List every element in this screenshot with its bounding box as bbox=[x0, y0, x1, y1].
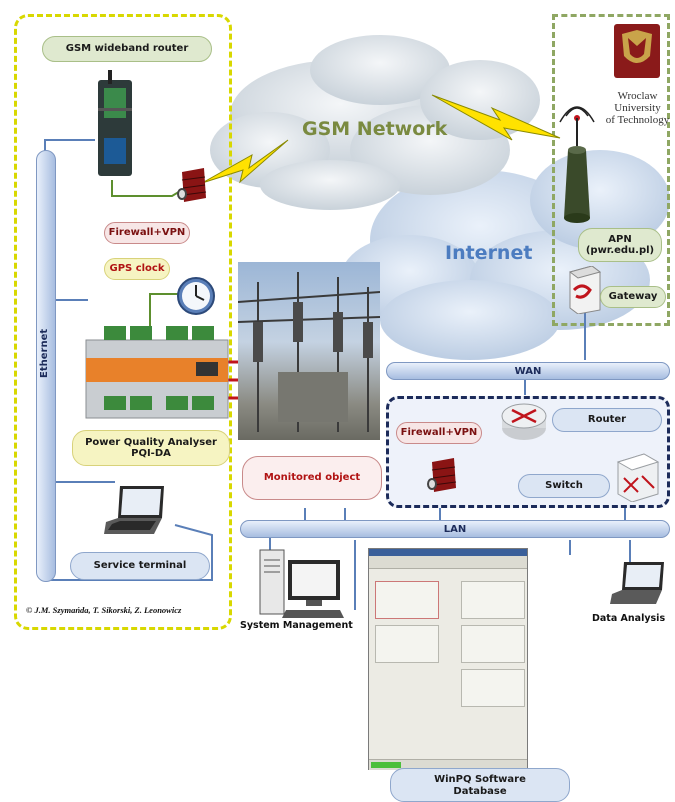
power-analyser-label: Power Quality Analyser PQI-DA bbox=[72, 430, 230, 466]
lan-label: LAN bbox=[443, 523, 467, 535]
switch-label: Switch bbox=[518, 474, 610, 498]
antenna-tower-icon bbox=[552, 96, 602, 226]
service-terminal-label: Service terminal bbox=[70, 552, 210, 580]
laptop-icon bbox=[104, 484, 168, 536]
winpq-panel-2 bbox=[461, 581, 525, 619]
ethernet-label: Ethernet bbox=[39, 328, 50, 378]
lan-bus: LAN bbox=[240, 520, 670, 538]
gsm-network-label: GSM Network bbox=[302, 118, 448, 140]
copyright-text: © J.M. Szymańda, T. Sikorski, Z. Leonowi… bbox=[26, 605, 182, 615]
wan-label: WAN bbox=[514, 365, 542, 377]
university-logo bbox=[614, 24, 660, 78]
data-analysis-laptop-icon bbox=[610, 560, 666, 606]
winpq-panel-1 bbox=[375, 581, 439, 619]
router-label: Router bbox=[552, 408, 662, 432]
firewall-vpn-bottom-label: Firewall+VPN bbox=[396, 422, 482, 444]
winpq-screenshot bbox=[368, 548, 528, 770]
data-analysis-label: Data Analysis bbox=[592, 613, 666, 624]
router-device-icon bbox=[88, 68, 140, 180]
wan-bus: WAN bbox=[386, 362, 670, 380]
firewall-vpn-top-label: Firewall+VPN bbox=[104, 222, 190, 244]
field-site-boundary bbox=[14, 14, 232, 630]
gps-clock-label: GPS clock bbox=[104, 258, 170, 280]
apn-label: APN (pwr.edu.pl) bbox=[578, 228, 662, 262]
substation-photo bbox=[238, 262, 380, 440]
winpq-panel-4 bbox=[461, 625, 525, 663]
switch-icon bbox=[614, 452, 660, 503]
desktop-computer-icon bbox=[258, 546, 348, 620]
university-name: Wroclaw University of Technology bbox=[605, 90, 670, 126]
internet-label: Internet bbox=[445, 242, 533, 264]
winpq-panel-5 bbox=[461, 669, 525, 707]
winpq-titlebar bbox=[369, 549, 527, 556]
university-boundary bbox=[552, 14, 670, 326]
lightning-right bbox=[431, 94, 561, 141]
monitored-object-label: Monitored object bbox=[242, 456, 382, 500]
gateway-server-icon bbox=[562, 265, 602, 315]
winpq-statusbar bbox=[369, 759, 527, 770]
winpq-toolbar bbox=[369, 556, 527, 569]
router-icon bbox=[500, 398, 548, 442]
winpq-label: WinPQ Software Database bbox=[390, 768, 570, 802]
power-analyser-icon bbox=[84, 324, 230, 422]
winpq-panel-3 bbox=[375, 625, 439, 663]
gateway-label: Gateway bbox=[600, 286, 666, 308]
router-firewall-link bbox=[111, 180, 183, 197]
clock-icon bbox=[176, 276, 216, 316]
lightning-left bbox=[201, 139, 289, 184]
system-management-label: System Management bbox=[240, 620, 353, 631]
firewall-icon bbox=[176, 168, 210, 204]
gsm-router-label: GSM wideband router bbox=[42, 36, 212, 62]
ethernet-bus bbox=[36, 150, 56, 582]
firewall-bottom-icon bbox=[426, 458, 460, 494]
